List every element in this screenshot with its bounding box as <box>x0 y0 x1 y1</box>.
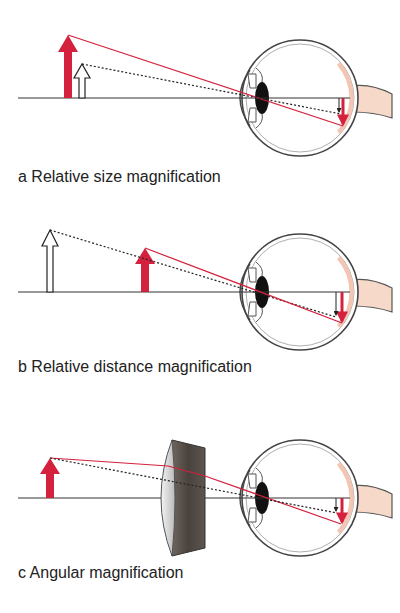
panel-caption: a Relative size magnification <box>18 168 221 186</box>
panel-caption: c Angular magnification <box>18 564 183 582</box>
object-arrow <box>42 230 58 292</box>
object-arrow <box>74 64 90 98</box>
retinal-image <box>342 98 345 124</box>
light-ray <box>50 458 341 524</box>
light-ray <box>145 248 342 323</box>
magnifier-lens <box>161 440 175 556</box>
retinal-image <box>341 292 344 321</box>
light-ray <box>68 35 343 126</box>
retinal-image <box>341 498 344 522</box>
retinal-image <box>339 98 340 112</box>
optical-axis <box>18 292 350 293</box>
retinal-image <box>336 498 337 511</box>
magnifier-lens <box>172 440 205 556</box>
object-arrow <box>40 458 60 498</box>
light-ray <box>50 458 337 513</box>
retinal-image <box>336 292 337 315</box>
light-ray <box>82 64 341 114</box>
object-arrow <box>135 248 155 292</box>
object-arrow <box>58 35 78 98</box>
panel-caption: b Relative distance magnification <box>18 358 252 376</box>
